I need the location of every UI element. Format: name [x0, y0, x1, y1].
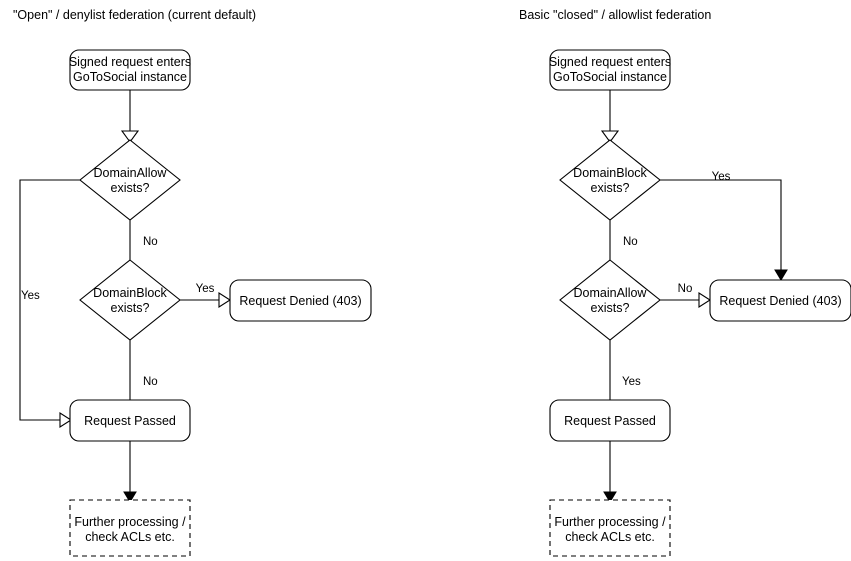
edge-entry-to-domainblock [600, 90, 620, 143]
request-denied-label: Request Denied (403) [719, 294, 841, 308]
edge-entry-to-domainallow [120, 90, 140, 143]
request-denied-label: Request Denied (403) [239, 294, 361, 308]
diagram-title-allowlist: Basic "closed" / allowlist federation [519, 8, 711, 22]
domainblock-label-line1: DomainBlock [573, 166, 647, 180]
domainallow-label-line1: DomainAllow [94, 166, 168, 180]
node-further-processing-denylist[interactable]: Further processing / check ACLs etc. [69, 499, 191, 557]
entry-box-label-line2: GoToSocial instance [553, 70, 667, 84]
node-request-denied-denylist[interactable]: Request Denied (403) [229, 279, 372, 322]
arrowhead-open-icon [59, 411, 73, 429]
edge-label-domainallow-no: No [143, 236, 158, 248]
request-passed-label: Request Passed [564, 414, 656, 428]
edge-domainblock-yes-to-denied: Yes [660, 171, 788, 281]
entry-box-label-line1: Signed request enters [69, 55, 191, 69]
domainblock-diamond-shape [79, 259, 181, 341]
edge-label-domainblock-yes: Yes [196, 283, 215, 295]
edge-label-domainallow-yes: Yes [622, 376, 641, 388]
domainallow-diamond-shape [79, 139, 181, 221]
domainallow-diamond-shape [559, 259, 661, 341]
further-processing-label-line1: Further processing / [554, 515, 666, 529]
edge-domainblock-yes-to-denied: Yes [180, 283, 232, 309]
arrowhead-filled-icon [603, 491, 617, 503]
further-processing-label-line2: check ACLs etc. [85, 530, 175, 544]
edge-label-domainallow-yes: Yes [21, 290, 40, 302]
further-processing-box-shape [549, 499, 671, 557]
node-decision-domainallow-denylist[interactable]: DomainAllow exists? [79, 139, 181, 221]
node-further-processing-allowlist[interactable]: Further processing / check ACLs etc. [549, 499, 671, 557]
arrowhead-open-icon [120, 130, 140, 143]
entry-box-label-line1: Signed request enters [549, 55, 671, 69]
edge-label-domainblock-no: No [143, 376, 158, 388]
arrowhead-filled-icon [774, 269, 788, 281]
arrowhead-filled-icon [123, 491, 137, 503]
node-entry-allowlist[interactable]: Signed request enters GoToSocial instanc… [549, 49, 671, 91]
node-request-denied-allowlist[interactable]: Request Denied (403) [709, 279, 851, 322]
node-decision-domainblock-allowlist[interactable]: DomainBlock exists? [559, 139, 661, 221]
entry-box-label-line2: GoToSocial instance [73, 70, 187, 84]
node-decision-domainblock-denylist[interactable]: DomainBlock exists? [79, 259, 181, 341]
edge-label-domainblock-no: No [623, 236, 638, 248]
edge-domainallow-no-to-denied: No [660, 283, 712, 309]
request-passed-label: Request Passed [84, 414, 176, 428]
request-denied-box-shape [709, 279, 851, 322]
domainblock-label-line2: exists? [591, 181, 630, 195]
request-denied-box-shape [229, 279, 372, 322]
domainblock-label-line1: DomainBlock [93, 286, 167, 300]
edge-passed-to-further [123, 441, 137, 503]
domainallow-label-line2: exists? [591, 301, 630, 315]
diagram-title-denylist: "Open" / denylist federation (current de… [13, 8, 256, 22]
further-processing-label-line2: check ACLs etc. [565, 530, 655, 544]
arrowhead-open-icon [698, 291, 712, 309]
further-processing-label-line1: Further processing / [74, 515, 186, 529]
arrowhead-open-icon [600, 130, 620, 143]
domainblock-diamond-shape [559, 139, 661, 221]
domainblock-label-line2: exists? [111, 301, 150, 315]
node-entry-denylist[interactable]: Signed request enters GoToSocial instanc… [69, 49, 191, 91]
diagram-allowlist: Basic "closed" / allowlist federation Si… [519, 8, 851, 557]
edge-passed-to-further [603, 441, 617, 503]
edge-domainallow-yes-to-passed: Yes [19, 179, 80, 429]
domainallow-label-line2: exists? [111, 181, 150, 195]
arrowhead-open-icon [218, 291, 232, 309]
domainallow-label-line1: DomainAllow [574, 286, 648, 300]
node-request-passed-allowlist[interactable]: Request Passed [549, 399, 671, 442]
node-request-passed-denylist[interactable]: Request Passed [69, 399, 191, 442]
node-decision-domainallow-allowlist[interactable]: DomainAllow exists? [559, 259, 661, 341]
edge-label-domainblock-yes: Yes [712, 171, 731, 183]
edge-label-domainallow-no: No [678, 283, 693, 295]
further-processing-box-shape [69, 499, 191, 557]
diagram-denylist: "Open" / denylist federation (current de… [13, 8, 372, 557]
